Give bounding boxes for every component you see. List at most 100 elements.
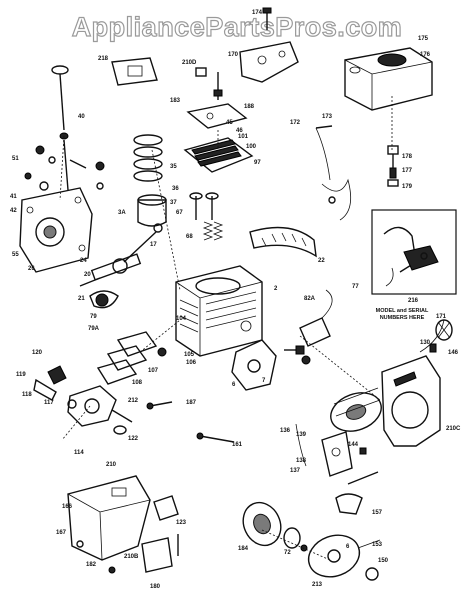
callout-171: 171	[436, 314, 447, 320]
callout-117: 117	[44, 400, 54, 406]
callout-122: 122	[128, 436, 139, 442]
callout-114: 114	[74, 450, 84, 456]
callout-210: 210	[106, 462, 117, 468]
callout-6b: 6	[346, 544, 350, 550]
callout-35: 35	[170, 164, 177, 170]
callout-161: 161	[232, 442, 243, 448]
callout-176: 176	[420, 52, 431, 58]
callout-182: 182	[86, 562, 97, 568]
crankshaft-part	[79, 253, 142, 309]
callout-51: 51	[12, 156, 19, 162]
air-baffle-part	[249, 226, 317, 258]
callout-77: 77	[352, 284, 359, 290]
callout-7: 7	[262, 378, 266, 384]
callout-130: 130	[420, 340, 431, 346]
piston-part	[137, 194, 167, 227]
callout-20: 20	[84, 272, 91, 278]
throttle-linkage-part	[295, 423, 379, 485]
muffler-bracket-part	[239, 41, 299, 83]
callout-146: 146	[448, 350, 459, 356]
callout-175: 175	[418, 36, 429, 42]
callout-170: 170	[228, 52, 239, 58]
valve-springs-part	[189, 192, 224, 241]
engine-block-part	[175, 265, 263, 357]
dipstick-tube-part	[51, 65, 69, 191]
callout-150: 150	[378, 558, 389, 564]
callout-212: 212	[128, 398, 139, 404]
breather-cover-part	[186, 72, 248, 129]
callout-136: 136	[280, 428, 291, 434]
callout-22: 22	[318, 258, 325, 264]
callout-101: 101	[238, 134, 249, 140]
governor-bracket-part	[231, 339, 305, 391]
assembly-line-2	[59, 135, 65, 201]
callout-107: 107	[148, 368, 159, 374]
callout-120: 120	[32, 350, 43, 356]
rope-handle-part	[335, 493, 363, 515]
callout-106: 106	[186, 360, 197, 366]
callout-104: 104	[176, 316, 187, 322]
fuel-line-part	[419, 319, 445, 353]
spark-plug-part	[387, 145, 399, 187]
wire-harness-part	[321, 178, 352, 221]
callout-79a: 79A	[88, 326, 100, 332]
callout-173: 173	[322, 114, 333, 120]
callout-97: 97	[254, 160, 261, 166]
callout-188: 188	[244, 104, 255, 110]
callout-67: 67	[176, 210, 183, 216]
callout-105: 105	[184, 352, 195, 358]
connecting-rod-part	[112, 223, 163, 274]
callout-118: 118	[22, 392, 32, 398]
bracket-part-180	[141, 534, 179, 573]
ground-wire-part	[315, 125, 333, 181]
screw-head-part	[262, 7, 272, 14]
piston-rings-part	[133, 134, 163, 182]
callout-37: 37	[170, 200, 177, 206]
callout-79: 79	[90, 314, 97, 320]
assembly-line-5	[61, 405, 91, 441]
callout-42: 42	[10, 208, 17, 214]
callout-179: 179	[402, 184, 413, 190]
inset-detail-box	[371, 209, 457, 295]
assembly-line-7	[299, 335, 381, 401]
assembly-line-4	[139, 319, 181, 353]
carburetor-part	[33, 365, 133, 435]
fuel-tank-shroud-part	[67, 475, 151, 561]
callout-210b: 210B	[124, 554, 139, 560]
decal-part	[195, 67, 207, 77]
callout-177: 177	[402, 168, 413, 174]
screw-part-182	[76, 540, 116, 574]
assembly-line-6	[261, 529, 331, 561]
callout-183: 183	[170, 98, 181, 104]
callout-123: 123	[176, 520, 187, 526]
owner-manual-part	[111, 57, 158, 86]
ignition-coil-part	[299, 289, 333, 365]
callout-6: 6	[232, 382, 236, 388]
flywheel-part	[330, 387, 382, 432]
muffler-part	[344, 47, 433, 111]
callout-210c: 210C	[446, 426, 461, 432]
callout-218: 218	[98, 56, 109, 62]
callout-45: 45	[226, 120, 233, 126]
callout-41: 41	[10, 194, 17, 200]
crankcase-cover-part	[19, 187, 93, 273]
callout-166: 166	[62, 504, 73, 510]
small-hardware-left	[24, 145, 105, 191]
callout-172: 172	[290, 120, 301, 126]
callout-55: 55	[12, 252, 19, 258]
callout-180: 180	[150, 584, 161, 590]
rotating-screen-part	[242, 501, 308, 552]
callout-2: 2	[274, 286, 278, 292]
recoil-starter-part	[435, 319, 453, 341]
callout-157: 157	[372, 510, 383, 516]
callout-137: 137	[290, 468, 301, 474]
callout-138: 138	[296, 458, 307, 464]
callout-21: 21	[78, 296, 85, 302]
callout-184: 184	[238, 546, 249, 552]
blower-housing-part	[381, 355, 441, 447]
recoil-assembly-part	[307, 534, 381, 581]
callout-labels: 174175176218210D170183401881721734546101…	[10, 10, 461, 590]
callout-187: 187	[186, 400, 197, 406]
